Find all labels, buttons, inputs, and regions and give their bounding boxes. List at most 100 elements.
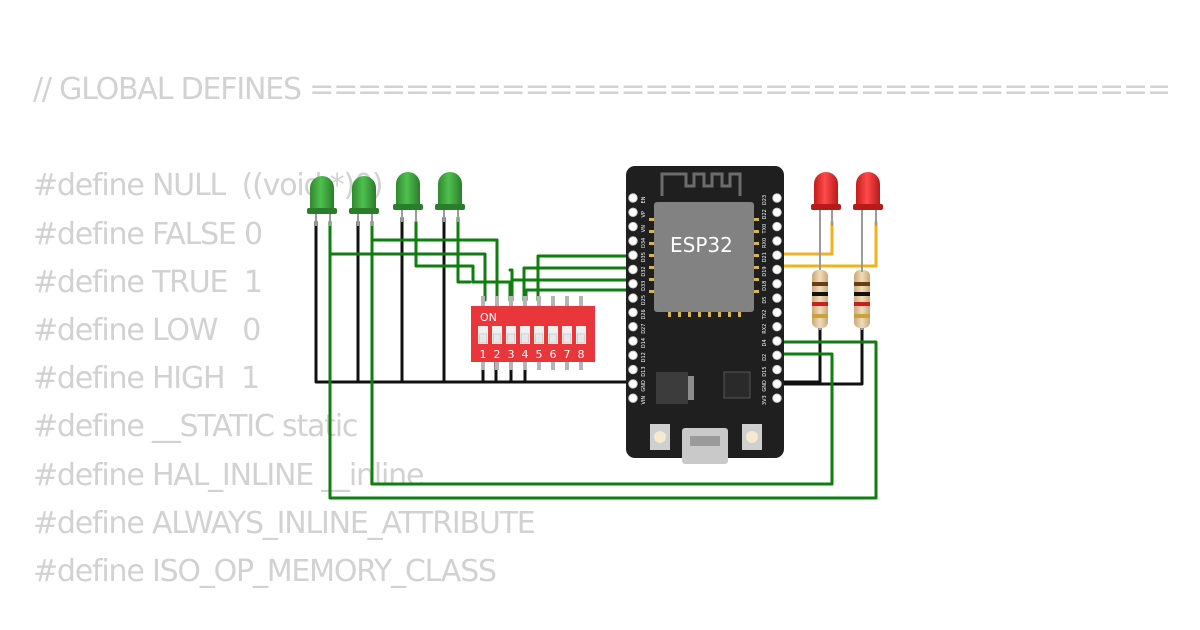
wire-long-2	[370, 238, 834, 486]
resistor-1	[812, 254, 828, 330]
header-pin[interactable]	[772, 307, 782, 318]
header-pin[interactable]	[628, 221, 638, 232]
usb-chip	[723, 371, 751, 399]
pin-label: D12	[641, 352, 647, 362]
dip-position-label: 4	[522, 348, 529, 361]
header-pin[interactable]	[772, 336, 782, 346]
dip-toggle-knob	[577, 333, 585, 344]
code-line: #define ISO_OP_MEMORY_CLASS	[33, 553, 497, 589]
wire-sw4-d34	[522, 266, 634, 302]
pin-label: D2	[762, 354, 768, 361]
led-green-3[interactable]	[393, 172, 423, 222]
wire-long-1	[328, 252, 878, 500]
wire-sw-d32	[510, 278, 634, 302]
code-line: #define TRUE 1	[33, 264, 263, 300]
boot-button[interactable]	[742, 424, 762, 450]
code-line: #define __STATIC static	[33, 409, 358, 445]
header-pin[interactable]	[772, 236, 782, 246]
header-pin[interactable]	[628, 350, 638, 360]
pin-label: GND	[762, 380, 768, 392]
pin-label: D23	[762, 195, 768, 205]
pin-label: 3V3	[762, 395, 768, 405]
esp32-chip	[654, 202, 754, 312]
dip-position-label: 6	[550, 348, 557, 361]
dip-position-label: 3	[508, 348, 515, 361]
header-pin[interactable]	[628, 207, 638, 218]
dip-position-label: 7	[564, 348, 571, 361]
dip-position-label: 5	[536, 348, 543, 361]
wire-red1-d21	[776, 220, 834, 256]
header-pin[interactable]	[772, 193, 782, 203]
dip-pins-bottom	[481, 360, 583, 370]
header-pin[interactable]	[772, 393, 782, 403]
header-pin[interactable]	[628, 293, 638, 303]
header-pin[interactable]	[772, 364, 782, 375]
pin-label: VP	[641, 211, 647, 217]
en-button[interactable]	[650, 424, 670, 450]
dip-toggle-knob	[493, 333, 501, 344]
header-pin[interactable]	[628, 236, 638, 246]
led-green-2[interactable]	[349, 176, 379, 226]
pin-label: D33	[641, 281, 647, 291]
header-pin[interactable]	[772, 264, 782, 275]
header-pin[interactable]	[772, 221, 782, 232]
header-pin[interactable]	[628, 336, 638, 346]
pin-label: D34	[641, 238, 647, 248]
pin-label: TX2	[762, 310, 768, 321]
code-line: #define HIGH 1	[33, 361, 260, 397]
code-line: #define FALSE 0	[33, 216, 263, 252]
header-pin[interactable]	[772, 279, 782, 289]
chip-pins	[649, 218, 759, 317]
dip-toggle-knob	[479, 333, 487, 344]
led-red-1[interactable]	[811, 172, 841, 260]
code-line: #define NULL ((void *)0)	[33, 168, 384, 204]
pin-label: D19	[762, 266, 768, 276]
dip-toggle-knob	[563, 333, 571, 344]
dip-pins-top	[481, 296, 583, 308]
chip-label: ESP32	[670, 233, 733, 257]
header-pin[interactable]	[628, 250, 638, 260]
pin-label: EN	[641, 196, 647, 203]
header-pin[interactable]	[628, 279, 638, 289]
dip-toggle-knob	[549, 333, 557, 344]
pin-label: D18	[762, 281, 768, 291]
pin-label: D25	[641, 295, 647, 305]
pin-label: VN	[641, 225, 647, 232]
header-pin[interactable]	[772, 293, 782, 303]
led-green-1[interactable]	[307, 176, 337, 226]
wires	[314, 216, 878, 500]
pin-label: RX0	[762, 238, 768, 248]
esp32-board[interactable]: ESP32	[626, 166, 784, 464]
right-pin-header: D23D22TX0RX0D21D19D18D5TX2RX2D4D2D15GND3…	[762, 193, 782, 405]
resistor-2	[854, 266, 870, 330]
header-pin[interactable]	[772, 350, 782, 360]
header-pin[interactable]	[772, 379, 782, 389]
wire-res1-gnd	[776, 318, 822, 384]
pin-label: D35	[641, 252, 647, 262]
dip-position-label: 2	[494, 348, 501, 361]
header-pin[interactable]	[628, 322, 638, 332]
header-pin[interactable]	[628, 364, 638, 375]
pin-label: D15	[762, 366, 768, 376]
header-pin[interactable]	[628, 193, 638, 203]
header-pin[interactable]	[772, 207, 782, 218]
dip-body	[471, 306, 595, 362]
wire-led2-sw	[370, 220, 499, 302]
led-red-2[interactable]	[853, 172, 883, 272]
header-pin[interactable]	[628, 264, 638, 275]
led-green-4[interactable]	[435, 172, 465, 222]
dip-position-label: 8	[578, 348, 585, 361]
pin-label: D13	[641, 366, 647, 376]
header-pin[interactable]	[772, 250, 782, 260]
header-pin[interactable]	[772, 322, 782, 332]
code-line: #define LOW 0	[33, 312, 261, 348]
header-pin[interactable]	[628, 307, 638, 318]
header-pin[interactable]	[628, 393, 638, 403]
code-listing: // GLOBAL DEFINES ======================…	[33, 66, 1168, 596]
dip-toggle-knob	[535, 333, 543, 344]
header-pin[interactable]	[628, 379, 638, 389]
pin-label: D14	[641, 338, 647, 348]
pin-label: D26	[641, 309, 647, 319]
